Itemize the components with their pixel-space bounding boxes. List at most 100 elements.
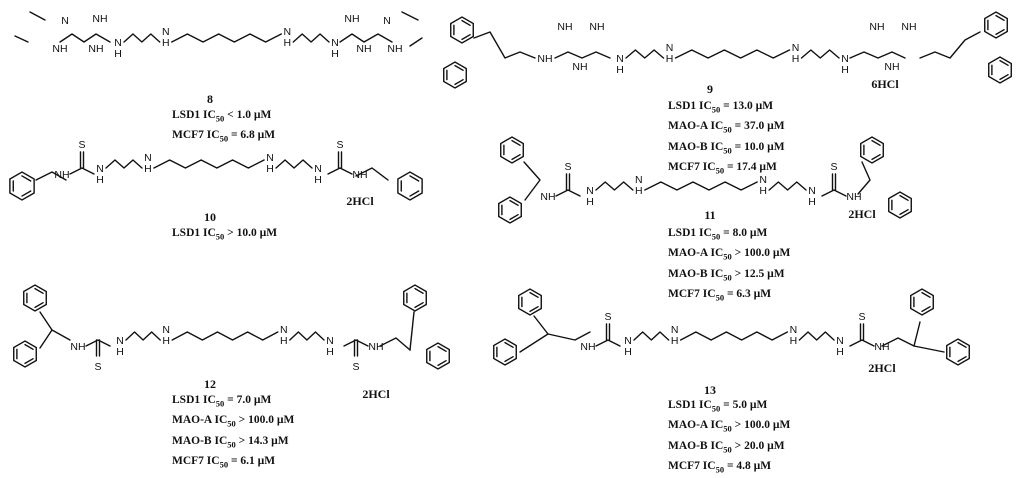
- aromatic-bond: [454, 78, 464, 86]
- activity-block-10: LSD1 IC50 > 10.0 µM: [172, 225, 277, 245]
- aromatic-bond: [409, 175, 420, 182]
- aromatic-bond: [21, 175, 32, 182]
- aromatic-bond: [461, 19, 471, 27]
- imine-nh: NH: [92, 13, 107, 25]
- aromatic-bond: [511, 139, 521, 147]
- alkyl-chain: [674, 49, 791, 59]
- aromatic-bond: [899, 194, 909, 202]
- amine-h: H: [624, 346, 632, 358]
- amine-n: N: [116, 335, 124, 347]
- amine-n: N: [759, 174, 767, 186]
- bond: [51, 329, 71, 341]
- alkyl-chain: [625, 49, 665, 59]
- amine-n: N: [666, 42, 674, 54]
- activity-line: MAO-B IC50 > 12.5 µM: [668, 267, 785, 282]
- bond: [913, 345, 945, 353]
- amine-h: H: [96, 174, 104, 186]
- sulfur: S: [830, 161, 837, 173]
- amine-h: H: [116, 346, 124, 358]
- amine-n: N: [808, 185, 816, 197]
- thiourea-nh: NH: [580, 341, 595, 353]
- amine-h: H: [616, 64, 624, 76]
- salt-label: 2HCl: [346, 194, 374, 208]
- activity-line: MAO-B IC50 = 10.0 µM: [668, 140, 785, 155]
- urea-bond: [595, 339, 621, 347]
- alkyl-chain: [768, 181, 807, 191]
- salt-label: 2HCl: [868, 361, 896, 375]
- activity-line: LSD1 IC50 = 8.0 µM: [668, 227, 768, 242]
- amine-n: N: [586, 185, 594, 197]
- compound-label-12: 12: [204, 377, 216, 391]
- amine-n: N: [114, 37, 122, 49]
- aromatic-bond: [509, 213, 519, 221]
- aromatic-bond: [437, 345, 447, 353]
- amine-h: H: [280, 335, 288, 347]
- compound-label-8: 8: [207, 92, 213, 106]
- imine-n: N: [383, 15, 391, 27]
- alkyl-chain: [123, 33, 161, 43]
- alkyl-chain: [800, 49, 840, 59]
- bond: [379, 337, 411, 351]
- aromatic-bond: [995, 28, 1005, 36]
- alkyl-chain: [595, 181, 634, 191]
- aromatic-bond: [529, 305, 539, 313]
- imine-n: N: [61, 15, 69, 27]
- sulfur: S: [94, 361, 101, 373]
- bond: [523, 161, 541, 201]
- activity-line: MAO-B IC50 > 20.0 µM: [668, 439, 785, 454]
- amine-h: H: [671, 335, 679, 347]
- nh: NH: [537, 53, 552, 65]
- amine-n: N: [326, 335, 334, 347]
- aromatic-bond: [454, 64, 464, 72]
- nh: NH: [387, 43, 402, 55]
- sulfur: S: [564, 161, 571, 173]
- alkyl-chain: [125, 331, 161, 341]
- activity-line: MAO-B IC50 > 14.3 µM: [172, 434, 289, 449]
- aromatic-bond: [871, 153, 881, 161]
- amine-n: N: [162, 26, 170, 38]
- alkyl-chain: [275, 159, 313, 169]
- nh: NH: [572, 61, 587, 73]
- aromatic-bond: [957, 355, 967, 363]
- activity-line: MAO-A IC50 > 100.0 µM: [668, 247, 791, 262]
- aromatic-bond: [24, 343, 34, 351]
- aromatic-bond: [871, 139, 881, 147]
- aromatic-bond: [529, 291, 539, 299]
- imine-nh: NH: [344, 13, 359, 25]
- thiourea-nh: NH: [70, 341, 85, 353]
- salt-label: 2HCl: [362, 387, 390, 401]
- activity-block-11: LSD1 IC50 = 8.0 µM MAO-A IC50 > 100.0 µM M…: [668, 225, 790, 306]
- amine-h: H: [162, 37, 170, 49]
- activity-line: MAO-A IC50 > 100.0 µM: [172, 414, 295, 429]
- aromatic-bond: [921, 305, 931, 313]
- amine-h: H: [114, 48, 122, 60]
- amine-h: H: [326, 346, 334, 358]
- bond: [14, 35, 29, 43]
- compound-label-11: 11: [704, 208, 716, 222]
- amine-n: N: [671, 324, 679, 336]
- aromatic-bond: [409, 190, 420, 197]
- urea-bond: [555, 189, 581, 197]
- amine-h: H: [808, 196, 816, 208]
- aromatic-bond: [414, 301, 424, 309]
- amine-n: N: [836, 335, 844, 347]
- activity-line: LSD1 IC50 > 10.0 µM: [172, 227, 278, 242]
- amine-n: N: [162, 324, 170, 336]
- activity-line: MCF7 IC50 = 4.8 µM: [668, 459, 772, 475]
- bond: [409, 311, 415, 351]
- alkyl-chain: [171, 33, 282, 43]
- amine-n: N: [266, 152, 274, 164]
- bond: [339, 33, 393, 43]
- bond: [35, 171, 67, 181]
- imine-nh: NH: [589, 21, 604, 33]
- amine-h: H: [331, 48, 339, 60]
- bond: [919, 31, 981, 59]
- imine-nh: NH: [869, 21, 884, 33]
- bond: [519, 315, 549, 353]
- amine-n: N: [841, 53, 849, 65]
- amine-n: N: [331, 37, 339, 49]
- amine-h: H: [162, 335, 170, 347]
- aromatic-bond: [414, 287, 424, 295]
